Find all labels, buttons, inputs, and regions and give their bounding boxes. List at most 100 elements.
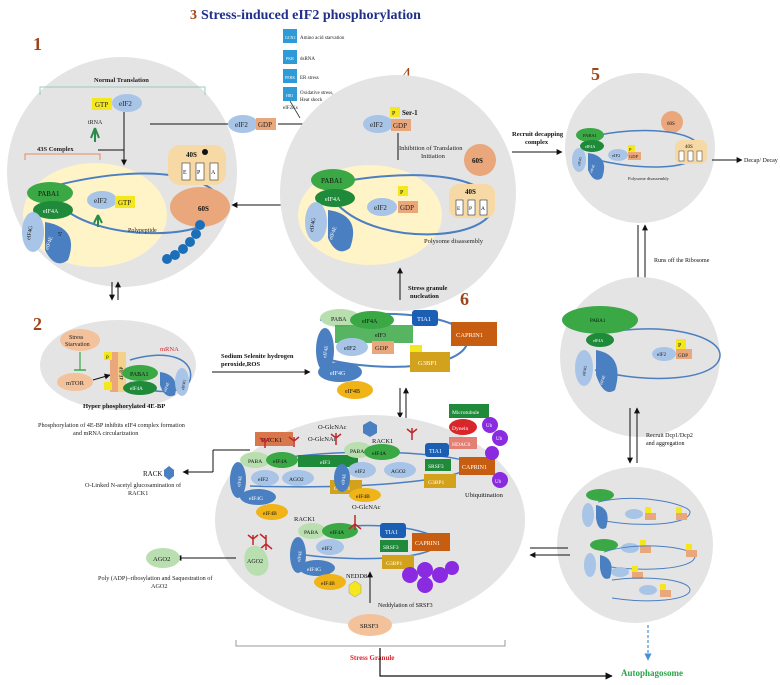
- svg-text:P: P: [678, 343, 682, 349]
- svg-text:eIF4A: eIF4A: [585, 144, 595, 149]
- svg-text:HRI: HRI: [286, 93, 294, 98]
- svg-text:A: A: [481, 206, 485, 212]
- nedd8-label: NEDD8: [346, 573, 367, 580]
- dynein-node: [449, 419, 477, 435]
- svg-text:60S: 60S: [667, 122, 675, 127]
- svg-text:eIF4G: eIF4G: [309, 217, 317, 232]
- eif2-oval-2: [87, 191, 117, 209]
- aggregate-mrnp-3: [611, 566, 691, 602]
- svg-text:G3BP1: G3BP1: [386, 561, 402, 567]
- svg-text:Dynein: Dynein: [452, 426, 468, 432]
- srsf3-node: [348, 614, 392, 636]
- svg-text:GCN2: GCN2: [285, 35, 295, 40]
- svg-text:AGO2: AGO2: [289, 477, 304, 483]
- svg-text:GDP: GDP: [375, 345, 388, 352]
- svg-text:eIF4G: eIF4G: [307, 567, 321, 573]
- g3bp1-box: [410, 352, 450, 372]
- svg-text:GDP: GDP: [629, 154, 638, 159]
- svg-text:40S: 40S: [186, 151, 197, 159]
- sodium-selenite-label-1: Sodium Selenite hydrogen: [221, 353, 294, 360]
- legend-gcn2-label: Amino acid starvation: [300, 36, 345, 41]
- svg-text:GTP: GTP: [95, 101, 108, 109]
- rack1-label-3: RACK1: [294, 516, 315, 523]
- svg-text:eIF4G: eIF4G: [330, 371, 346, 377]
- svg-text:40S: 40S: [685, 145, 693, 150]
- eif2-oval-center: [228, 115, 258, 133]
- svg-text:eIF4E: eIF4E: [296, 550, 303, 562]
- panel-4-inhibition: P Ser-1 eIF2 GDP Inhibition of Translati…: [280, 75, 516, 311]
- svg-text:PABA1: PABA1: [130, 372, 148, 378]
- svg-text:HDAC6: HDAC6: [452, 442, 471, 448]
- svg-text:P: P: [106, 356, 109, 361]
- svg-text:SRSF3: SRSF3: [360, 623, 378, 630]
- panel-1-number: 1: [33, 34, 42, 54]
- mtor-node: [57, 373, 93, 391]
- rack1-left-label: RACK 1: [143, 470, 168, 478]
- svg-text:TIA1: TIA1: [385, 530, 398, 536]
- ago2-left-node: [146, 548, 180, 568]
- gtp-box-2: [115, 196, 135, 208]
- ribosome-60s-p4: [464, 144, 496, 176]
- svg-text:eIF4B: eIF4B: [345, 389, 360, 395]
- svg-text:Ub: Ub: [486, 424, 493, 429]
- svg-text:eIF4A: eIF4A: [362, 319, 378, 325]
- svg-text:eIF4G: eIF4G: [180, 379, 187, 390]
- panel-2-mtor: Stress Starvation mTOR mRNA 4E-BP P PABA…: [40, 320, 196, 410]
- recruit-dcp-label-1: Recruit Dcp1/Dcp2: [646, 433, 693, 439]
- svg-text:P: P: [469, 206, 472, 212]
- svg-text:AGO2: AGO2: [391, 469, 406, 475]
- hyper-phosphorylated-label: Hyper phosphorylated 4E-BP: [83, 403, 165, 410]
- panel-2-number: 2: [33, 314, 42, 334]
- legend-swatch-hri: [283, 87, 297, 101]
- ago2-node-p7: [244, 545, 269, 576]
- svg-text:PABA: PABA: [331, 317, 347, 323]
- svg-text:PABA: PABA: [248, 459, 262, 465]
- svg-text:eIF2: eIF2: [258, 477, 268, 483]
- autophagosome-label: Autophagosome: [621, 668, 683, 678]
- svg-text:Ub: Ub: [496, 437, 503, 442]
- kinase-legend: GCN2 Amino acid starvation PKR dsRNA PER…: [283, 29, 345, 119]
- ago2-caption-1: Poly (ADP)–ribosylation and Saquestratio…: [98, 575, 213, 582]
- svg-text:Ub: Ub: [495, 480, 502, 485]
- trna-label: tRNA: [88, 120, 103, 126]
- panel-5-number: 5: [591, 64, 600, 84]
- svg-text:PABA1: PABA1: [590, 319, 606, 324]
- svg-text:PKR: PKR: [286, 56, 294, 61]
- svg-text:eIF2: eIF2: [322, 546, 332, 552]
- recruit-decapping-label-2: complex: [525, 139, 549, 146]
- svg-text:eIF4A: eIF4A: [273, 459, 287, 465]
- svg-text:eIF4B: eIF4B: [263, 511, 277, 517]
- svg-text:PABA1: PABA1: [583, 133, 597, 138]
- panel-1-normal-translation: Normal Translation GTP eIF2 tRNA 43S Com…: [7, 57, 237, 287]
- svg-text:eIF4G: eIF4G: [581, 365, 588, 376]
- svg-text:P: P: [392, 111, 396, 117]
- svg-text:A: A: [211, 170, 216, 176]
- svg-text:CAPRIN1: CAPRIN1: [462, 465, 487, 471]
- title-text: Stress-induced eIF2 phosphorylation: [201, 8, 421, 23]
- svg-text:PABA1: PABA1: [321, 177, 343, 185]
- eif4e-blob: [45, 222, 72, 264]
- svg-text:eIF4A: eIF4A: [130, 387, 143, 392]
- recruit-decapping-label-1: Recruit decapping: [512, 131, 564, 138]
- panel-6-number: 6: [460, 289, 469, 309]
- legend-hri-label-1: Oxidative stress,: [300, 91, 333, 96]
- svg-text:eIF4E: eIF4E: [323, 345, 330, 358]
- title-number: 3: [190, 8, 197, 23]
- svg-text:RACK1: RACK1: [261, 437, 282, 444]
- svg-text:eIF4A: eIF4A: [43, 209, 59, 215]
- bp-bar: [110, 352, 118, 392]
- svg-text:eIF4B: eIF4B: [356, 494, 370, 500]
- aggregate-mrnp-2: [584, 539, 697, 579]
- svg-text:P: P: [629, 147, 632, 152]
- svg-text:eIF4E: eIF4E: [44, 235, 54, 250]
- svg-text:SRSF3: SRSF3: [383, 545, 399, 551]
- svg-text:eIF4E: eIF4E: [162, 381, 170, 392]
- panel-5-aggregate: [557, 467, 713, 623]
- svg-text:TIA1: TIA1: [429, 449, 442, 455]
- svg-text:eIF2: eIF2: [344, 345, 356, 352]
- gdp-box-center: [256, 118, 276, 130]
- svg-text:eIF4A: eIF4A: [330, 530, 344, 536]
- svg-text:TIA1: TIA1: [417, 316, 431, 323]
- ribosome-60s: [170, 187, 230, 227]
